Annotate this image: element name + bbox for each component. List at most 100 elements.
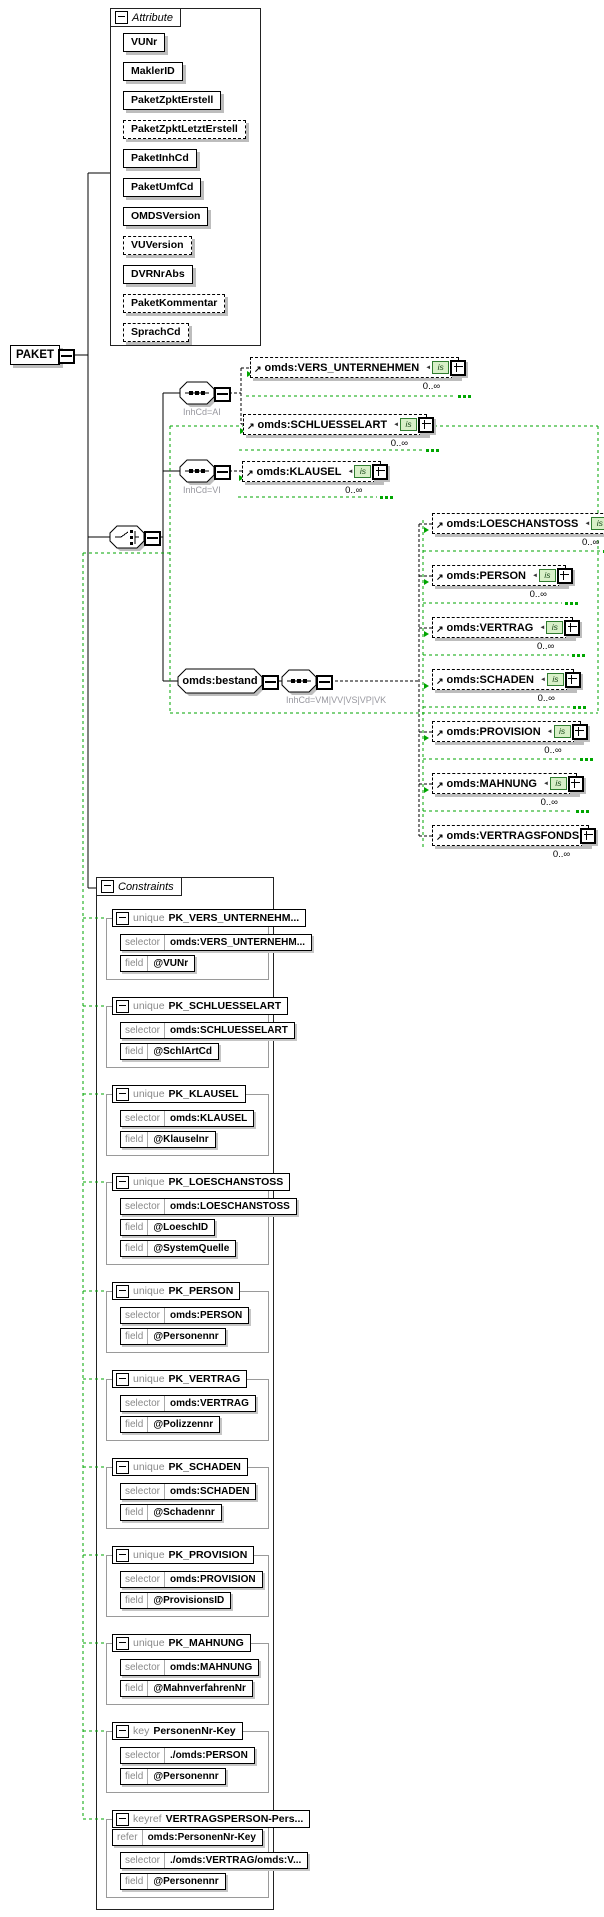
collapse-icon[interactable] <box>262 675 279 690</box>
attributes-frame <box>110 8 261 346</box>
element-omds:VERTRAG[interactable]: ↗omds:VERTRAGis0..∞ <box>432 617 581 652</box>
collapse-icon[interactable] <box>116 1372 129 1386</box>
attribute-VUVersion[interactable]: VUVersion <box>123 236 192 255</box>
constraint-field[interactable]: field@Polizzennr <box>120 1416 221 1433</box>
constraint-field[interactable]: field@Schadennr <box>120 1504 222 1521</box>
attribute-OMDSVersion[interactable]: OMDSVersion <box>123 207 209 226</box>
collapse-icon[interactable] <box>116 999 129 1013</box>
collapse-icon[interactable] <box>116 1087 129 1101</box>
constraints-frame <box>96 877 274 1910</box>
element-omds:KLAUSEL[interactable]: ↗omds:KLAUSELis0..∞ <box>242 461 389 496</box>
element-omds:SCHLUESSELART[interactable]: ↗omds:SCHLUESSELARTis0..∞ <box>243 414 435 449</box>
constraint-field[interactable]: field@Personennr <box>120 1873 226 1890</box>
expand-icon[interactable] <box>580 827 597 844</box>
collapse-icon[interactable] <box>116 1812 129 1826</box>
element-omds:SCHADEN[interactable]: ↗omds:SCHADENis0..∞ <box>432 669 581 704</box>
attribute-SprachCd[interactable]: SprachCd <box>123 323 189 342</box>
expand-icon[interactable] <box>556 567 573 584</box>
collapse-icon[interactable] <box>116 911 129 925</box>
constraint-selector-value: omds:VERS_UNTERNEHM... <box>170 937 306 948</box>
constraint-field[interactable]: field@MahnverfahrenNr <box>120 1680 253 1697</box>
constraint-field[interactable]: field@Personennr <box>120 1768 226 1785</box>
collapse-icon[interactable] <box>214 465 231 480</box>
attribute-PaketZpktLetztErstell[interactable]: PaketZpktLetztErstell <box>123 120 246 139</box>
element-root[interactable]: PAKET <box>10 345 60 365</box>
element-ref-icon: ↗ <box>246 468 254 478</box>
constraint-field-label: field <box>121 956 149 971</box>
expand-icon[interactable] <box>372 463 389 480</box>
expand-icon[interactable] <box>571 723 588 740</box>
element-omds:VERS_UNTERNEHMEN[interactable]: ↗omds:VERS_UNTERNEHMENis0..∞ <box>250 357 467 392</box>
attribute-PaketUmfCd[interactable]: PaketUmfCd <box>123 178 202 197</box>
constraint-selector[interactable]: selector./omds:VERTRAG/omds:V... <box>120 1852 309 1869</box>
expand-icon[interactable] <box>567 775 584 792</box>
collapse-icon[interactable] <box>116 1548 129 1562</box>
element-ref-icon: ↗ <box>247 421 255 431</box>
identity-constraint-badge: is <box>549 777 567 790</box>
attribute-PaketKommentar[interactable]: PaketKommentar <box>123 294 226 313</box>
constraint-field[interactable]: field@LoeschID <box>120 1219 216 1236</box>
collapse-icon[interactable] <box>101 880 114 893</box>
element-bestand[interactable]: omds:bestand <box>182 675 258 687</box>
collapse-icon[interactable] <box>115 11 128 24</box>
constraint-field-value: @ProvisionsID <box>153 1595 225 1606</box>
expand-icon[interactable] <box>564 619 581 636</box>
constraint-field[interactable]: field@Personennr <box>120 1328 226 1345</box>
element-omds:PERSON[interactable]: ↗omds:PERSONis0..∞ <box>432 565 573 600</box>
collapse-icon[interactable] <box>116 1175 129 1189</box>
constraint-field[interactable]: field@VUNr <box>120 955 196 972</box>
constraint-selector-value: ./omds:PERSON <box>170 1750 248 1761</box>
constraint-field[interactable]: field@SchlArtCd <box>120 1043 220 1060</box>
identity-constraint-badge: is <box>400 418 418 431</box>
attribute-VUNr[interactable]: VUNr <box>123 33 166 52</box>
constraint-kind: unique <box>133 1285 165 1297</box>
collapse-icon[interactable] <box>144 531 161 546</box>
expand-icon[interactable] <box>418 416 435 433</box>
attribute-PaketZpktErstell[interactable]: PaketZpktErstell <box>123 91 222 110</box>
collapse-icon[interactable] <box>58 349 75 364</box>
element-name: omds:SCHLUESSELART <box>257 418 388 431</box>
expand-icon[interactable] <box>564 671 581 688</box>
constraint-field[interactable]: field@ProvisionsID <box>120 1592 232 1609</box>
collapse-icon[interactable] <box>116 1284 129 1298</box>
attribute-DVRNrAbs[interactable]: DVRNrAbs <box>123 265 193 284</box>
constraint-field-label: field <box>121 1769 149 1784</box>
collapse-icon[interactable] <box>116 1460 129 1474</box>
attribute-PaketInhCd[interactable]: PaketInhCd <box>123 149 197 168</box>
element-omds:LOESCHANSTOSS[interactable]: ↗omds:LOESCHANSTOSSis0..∞ <box>432 513 604 548</box>
constraint-selector-value: ./omds:VERTRAG/omds:V... <box>170 1855 302 1866</box>
element-omds:PROVISION[interactable]: ↗omds:PROVISIONis0..∞ <box>432 721 588 756</box>
collapse-icon[interactable] <box>116 1724 129 1738</box>
element-omds:MAHNUNG[interactable]: ↗omds:MAHNUNGis0..∞ <box>432 773 584 808</box>
collapse-icon[interactable] <box>316 675 333 690</box>
collapse-icon[interactable] <box>214 387 231 402</box>
expand-icon[interactable] <box>450 359 467 376</box>
constraint-field[interactable]: field@Klauselnr <box>120 1131 216 1148</box>
collapse-icon[interactable] <box>116 1636 129 1650</box>
attribute-MaklerID[interactable]: MaklerID <box>123 62 183 81</box>
constraint-selector[interactable]: selector./omds:PERSON <box>120 1747 255 1764</box>
constraint-field[interactable]: field@SystemQuelle <box>120 1240 237 1257</box>
